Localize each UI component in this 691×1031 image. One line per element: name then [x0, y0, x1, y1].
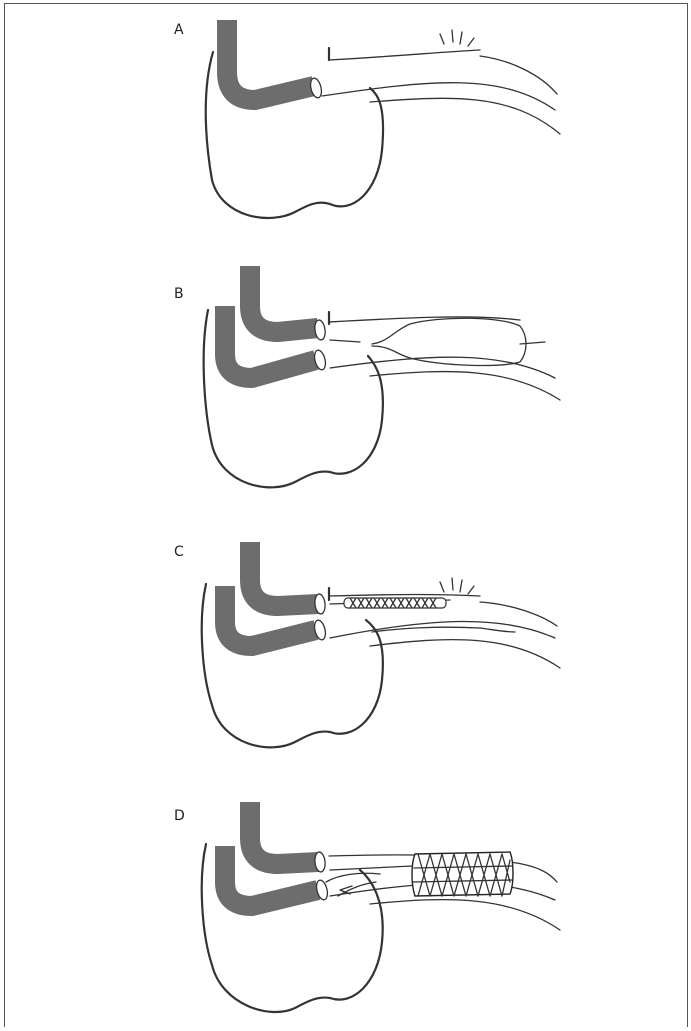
balloon-wire-distal — [520, 342, 545, 344]
guide-catheter-upper — [250, 266, 318, 332]
guide-catheter-upper — [250, 542, 318, 606]
vessel-distal-wall — [480, 56, 557, 94]
guidewire — [330, 340, 360, 342]
covered-stent-balloon — [344, 598, 446, 608]
panel-a-drawing — [0, 0, 691, 250]
panel-d-drawing — [0, 770, 691, 1020]
vessel-lower-wall — [330, 621, 555, 638]
guide-catheter — [227, 20, 314, 100]
vessel-bottom-wall — [370, 900, 560, 930]
covered-stent — [412, 852, 513, 896]
panel-d: D — [0, 770, 691, 1020]
guide-catheter-lower — [225, 306, 316, 378]
panel-b: B — [0, 250, 691, 500]
perforation-icon — [440, 30, 474, 46]
vessel-upper-wall — [329, 595, 480, 597]
vessel-upper-wall — [329, 50, 480, 60]
guide-catheter-upper — [250, 802, 318, 864]
perforation-icon — [440, 578, 474, 594]
vessel-bottom-wall — [370, 640, 560, 668]
vessel-bottom-wall — [370, 372, 560, 400]
vessel-bottom-wall — [370, 98, 560, 134]
guidewire — [330, 866, 412, 870]
panel-b-drawing — [0, 250, 691, 500]
occlusion-balloon — [372, 318, 526, 365]
panel-c-drawing — [0, 510, 691, 760]
panel-a: A — [0, 0, 691, 250]
vessel-lower-wall — [322, 83, 555, 110]
deflated-balloon — [372, 627, 515, 632]
panel-c: C — [0, 510, 691, 760]
